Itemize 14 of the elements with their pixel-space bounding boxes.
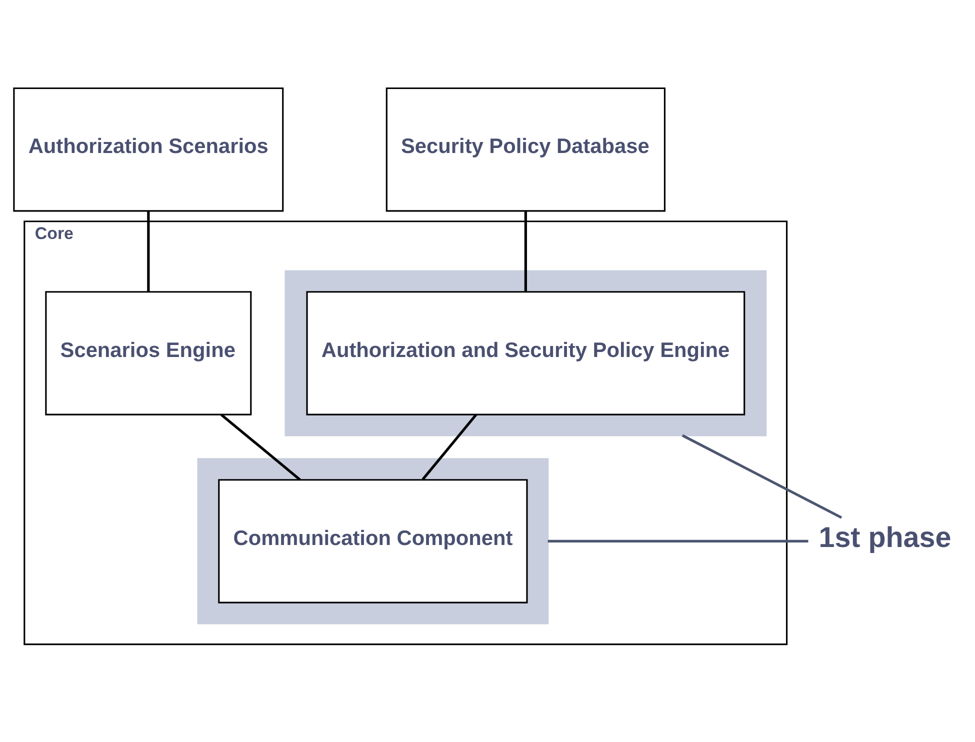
node-box: Authorization Scenarios <box>13 86 284 212</box>
connector <box>422 413 478 480</box>
node-box: Scenarios Engine <box>45 290 252 415</box>
connector <box>524 210 527 292</box>
node-box: Authorization and Security Policy Engine <box>306 290 746 415</box>
connector <box>220 413 301 480</box>
connector <box>147 210 150 292</box>
cluster <box>197 458 549 624</box>
node-box: Communication Component <box>218 478 528 603</box>
cluster <box>284 270 767 436</box>
node-text: 1st phase <box>818 522 952 554</box>
node-box: Security Policy Database <box>386 86 666 212</box>
connector <box>548 539 808 542</box>
connector <box>682 434 842 518</box>
